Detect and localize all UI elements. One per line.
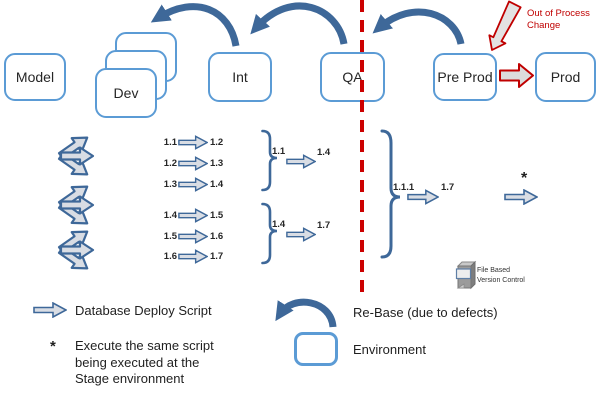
rebase-legend-icon	[275, 298, 337, 328]
dev-script-row: 1.3 1.4	[161, 177, 223, 192]
consolidation-brace	[261, 129, 278, 192]
env-box-preprod: Pre Prod	[433, 53, 497, 101]
version-to: 1.6	[210, 231, 224, 242]
version-control-line1: File Based	[477, 267, 511, 274]
dev-script-row: 1.5 1.6	[161, 229, 223, 244]
out-of-process-line1: Out of Process	[527, 8, 590, 19]
env-label-prod: Prod	[550, 69, 581, 85]
legend-star-note-line3: Stage environment	[75, 371, 185, 386]
dev-script-row: 1.1 1.2	[161, 135, 223, 150]
version-to: 1.5	[210, 210, 224, 221]
rebase-arrow-preprod-to-qa	[372, 8, 465, 45]
version-from: 1.3	[163, 179, 177, 190]
version-from: 1.6	[163, 251, 177, 262]
version-to: 1.3	[210, 158, 224, 169]
version-from: 1.1	[272, 146, 286, 157]
deploy-scripts-fan-icon	[57, 185, 95, 225]
version-control-line2: Version Control	[477, 276, 525, 284]
deploy-arrow-icon	[178, 177, 208, 192]
version-control-icon	[455, 260, 477, 290]
legend-star-note: Execute the same script being executed a…	[75, 338, 214, 388]
version-to: 1.2	[210, 137, 224, 148]
version-from: 1.1	[163, 137, 177, 148]
deploy-scripts-fan-icon	[57, 230, 95, 270]
legend-environment-label: Environment	[353, 342, 426, 357]
version-to: 1.7	[317, 220, 331, 231]
deploy-arrow-icon	[504, 189, 538, 205]
consolidation-brace	[261, 202, 278, 265]
version-to: 1.7	[441, 182, 455, 193]
dev-script-row: 1.2 1.3	[161, 156, 223, 171]
deploy-arrow-icon	[178, 229, 208, 244]
env-box-int: Int	[208, 52, 272, 102]
version-from: 1.4	[163, 210, 177, 221]
deploy-arrow-icon	[178, 249, 208, 264]
env-box-model: Model	[4, 53, 66, 101]
deploy-arrow-icon	[178, 208, 208, 223]
deploy-arrow-icon	[286, 154, 316, 169]
deploy-arrow-icon	[407, 189, 439, 205]
deploy-arrow-icon	[286, 227, 316, 242]
legend-environment-icon	[294, 332, 338, 366]
env-label-dev: Dev	[113, 85, 139, 101]
deploy-scripts-fan-icon	[57, 136, 95, 176]
env-label-preprod: Pre Prod	[437, 69, 493, 85]
env-label-model: Model	[15, 69, 55, 85]
env-label-int: Int	[232, 69, 248, 85]
deploy-arrow-icon	[178, 135, 208, 150]
legend-deploy-label: Database Deploy Script	[75, 303, 212, 318]
deploy-arrow-icon	[178, 156, 208, 171]
version-to: 1.7	[210, 251, 224, 262]
env-label-qa: QA	[342, 69, 363, 85]
rebase-arrow-qa-to-int	[250, 2, 348, 45]
consolidation-brace-large	[380, 129, 401, 259]
version-from: 1.1.1	[393, 182, 415, 193]
version-from: 1.5	[163, 231, 177, 242]
preprod-to-prod-arrow	[499, 63, 534, 88]
env-box-dev: Dev	[95, 68, 157, 118]
version-from: 1.4	[272, 219, 286, 230]
out-of-process-note: Out of Process Change	[527, 8, 597, 31]
out-of-process-line2: Change	[527, 19, 561, 31]
dev-script-row: 1.4 1.5	[161, 208, 223, 223]
env-box-qa: QA	[320, 52, 385, 102]
version-to: 1.4	[210, 179, 224, 190]
legend-star-note-line1: Execute the same script	[75, 338, 214, 353]
legend-star-note-line2: being executed at the	[75, 354, 200, 370]
version-from: 1.2	[163, 158, 177, 169]
same-script-marker: *	[521, 170, 528, 187]
version-control-note: File Based Version Control	[477, 266, 525, 285]
dev-script-row: 1.6 1.7	[161, 249, 223, 264]
deploy-scripts-fan-icons	[57, 136, 95, 270]
version-to: 1.4	[317, 147, 331, 158]
legend-star-marker: *	[50, 338, 56, 355]
legend-rebase-label: Re-Base (due to defects)	[353, 305, 498, 320]
env-box-prod: Prod	[535, 52, 596, 102]
deploy-arrow-legend-icon	[33, 302, 67, 318]
out-of-process-arrow	[488, 0, 522, 51]
